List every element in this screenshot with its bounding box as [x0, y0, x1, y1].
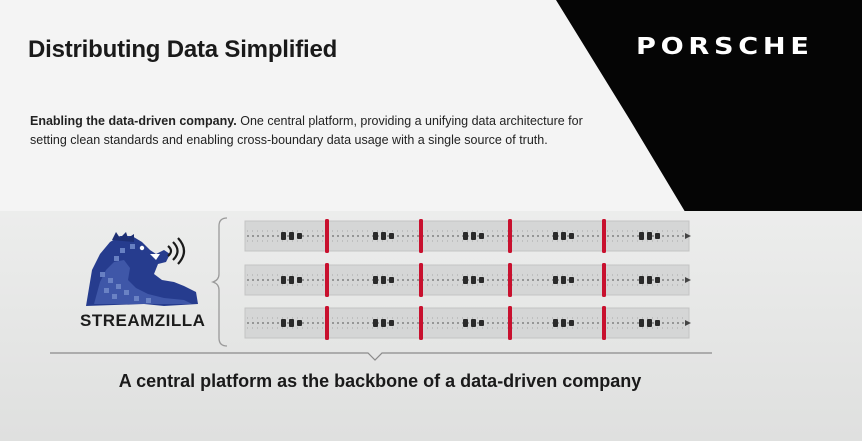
- slide-title: Distributing Data Simplified: [28, 36, 338, 63]
- signal-waves-icon: [167, 237, 186, 265]
- streamzilla-mascot-icon: [86, 232, 198, 306]
- stream-row-2: [244, 263, 691, 297]
- porsche-logo: PORSCHE: [636, 34, 814, 60]
- stream-row-3: [244, 306, 691, 340]
- data-stream-diagram: [210, 217, 691, 347]
- caption-divider: [50, 352, 712, 361]
- streamzilla-wordmark: STREAMZILLA: [80, 311, 206, 330]
- caption: A central platform as the backbone of a …: [118, 371, 642, 391]
- intro-bold-lead: Enabling the data-driven company.: [30, 114, 237, 128]
- intro-paragraph: Enabling the data-driven company. One ce…: [30, 112, 590, 150]
- stream-row-1: [244, 219, 691, 253]
- intro-body: One central platform, providing a unifyi…: [30, 114, 583, 147]
